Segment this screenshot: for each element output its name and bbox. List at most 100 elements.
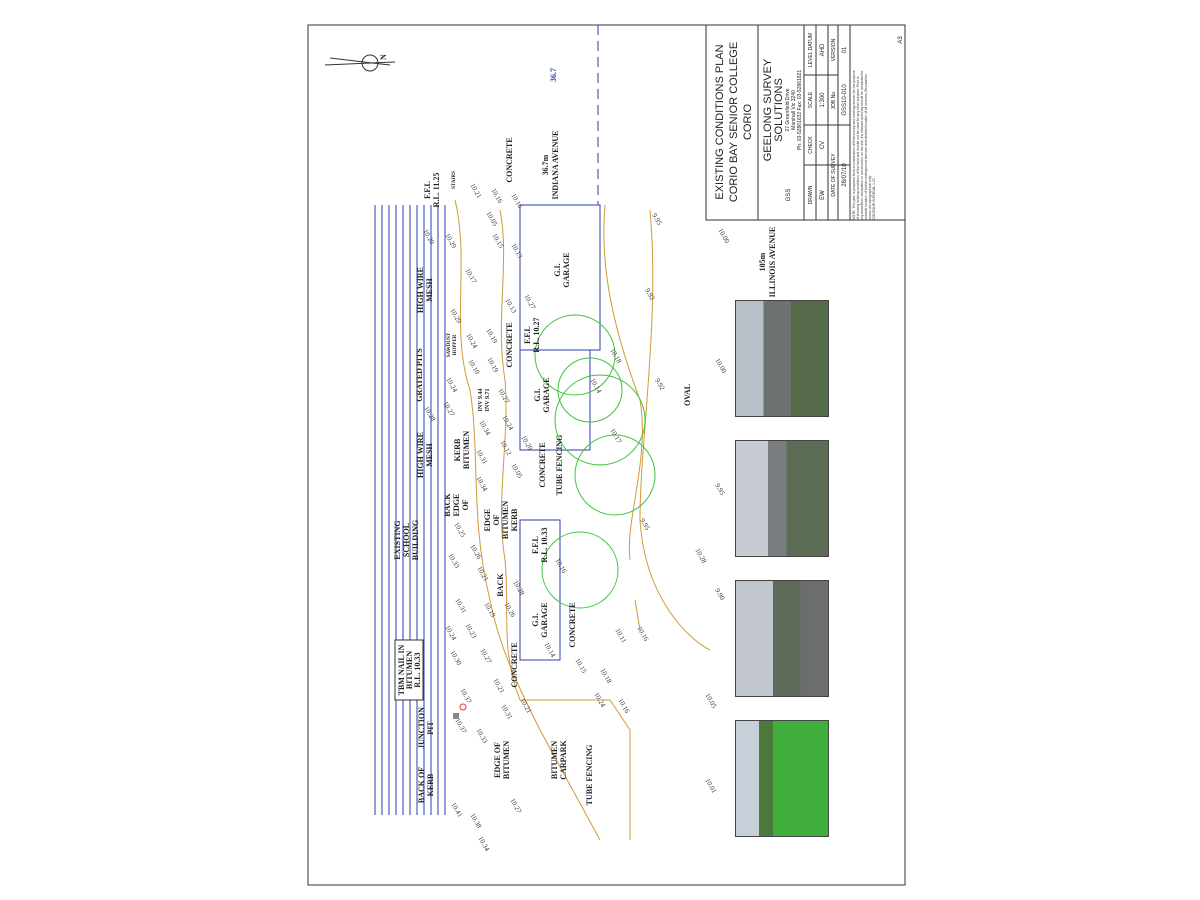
label-indiana-avenue: INDIANA AVENUE (551, 131, 560, 200)
spot-height: 10.01 (703, 777, 718, 795)
label-tube-fencing-2: TUBE FENCING (585, 745, 594, 806)
value-check: CV (820, 141, 826, 149)
spot-height: 10.11 (613, 627, 628, 645)
spot-height: 10.31 (474, 448, 489, 466)
north-label: N (379, 54, 388, 60)
value-version: 01 (842, 46, 848, 53)
label-back-of-kerb: BACK OFKERB (417, 767, 435, 803)
spot-height: 10.23 (463, 622, 478, 640)
gss-logo: GSS (786, 189, 792, 202)
spot-height: 9.95 (713, 482, 726, 497)
disclaimer-note: NOTE: This plan is prepared from a combi… (852, 70, 873, 220)
spot-height: 10.16 (553, 557, 568, 575)
address-line-1: 27 Greenfield Drive (785, 88, 791, 131)
spot-height: 10.12 (498, 439, 513, 457)
label-back-edge-of: BACKEDGEOF (443, 493, 470, 517)
spot-height: 10.30 (448, 649, 463, 667)
spot-height: 10.13 (509, 242, 524, 260)
site-photo-1 (735, 300, 829, 417)
spot-height: 10.25 (452, 521, 467, 539)
spot-height: 10.16 (635, 625, 650, 643)
sheet-size: A3 (898, 36, 904, 44)
label-back: BACK (496, 573, 505, 597)
label-tbm: TBM NAIL INBITUMENR.L. 10.33 (397, 644, 422, 695)
label-concrete-5: CONCRETE (510, 642, 519, 687)
spot-height: 10.00 (716, 227, 731, 245)
label-illinois-width: 105m (758, 252, 767, 271)
spot-height: 10.29 (443, 232, 458, 250)
spot-height: 10.27 (441, 400, 456, 418)
label-kerb-bitumen: KERBBITUMEN (453, 431, 471, 469)
spot-height: 10.24 (464, 332, 479, 350)
spot-height: 10.27 (522, 293, 537, 311)
spot-height: 10.00 (713, 357, 728, 375)
plan-title-line-3: CORIO (742, 104, 754, 141)
tbm-marker-icon (459, 703, 467, 711)
spot-height: 10.24 (443, 624, 458, 642)
spot-height: 10.05 (509, 462, 524, 480)
label-edge-of-bitumen: EDGE OFBITUMEN (493, 741, 511, 779)
label-junction-pit: JUNCTIONPIT (417, 707, 435, 749)
garage-2-outline (519, 349, 591, 451)
label-bitumen-carpark: BITUMENCARPARK (550, 740, 568, 780)
label-illinois-avenue: ILLINOIS AVENUE (768, 227, 777, 298)
header-scale: SCALE (808, 91, 814, 108)
spot-heights: 10.21 10.16 10.05 10.16 10.15 10.13 10.29 10.20… (421, 182, 731, 853)
spot-height: 9.90 (713, 587, 726, 602)
label-indiana-tag: 36.7 (549, 68, 558, 82)
spot-height: 10.05 (703, 692, 718, 710)
spot-height: 10.18 (608, 347, 623, 365)
label-high-wire-mesh-1: HIGH WIREMESH (416, 267, 434, 313)
spot-height: 9.92 (643, 287, 656, 302)
spot-height: 10.41 (449, 801, 464, 819)
address-line-2: Marshall Vic 3240 (791, 90, 797, 130)
label-grated-pits: GRATED PITS (415, 348, 424, 402)
header-date-of-survey: DATE OF SURVEY (831, 153, 837, 197)
label-sawdust-hopper: SAWDUSTHOPPER (447, 332, 458, 357)
value-date-of-survey: 28/07/10 (842, 163, 848, 187)
spot-height: 10.21 (475, 565, 490, 583)
label-ffl-1: F.F.LR.L. 11.25 (423, 173, 441, 208)
company-name-2: SOLUTIONS (773, 78, 785, 142)
spot-height: 10.18 (598, 667, 613, 685)
spot-height: 10.20 (519, 434, 534, 452)
north-arrow-icon: N (324, 54, 396, 72)
value-drawn: EW (820, 190, 826, 200)
spot-height: 10.27 (496, 387, 511, 405)
label-concrete-4: CONCRETE (568, 602, 577, 647)
header-version: VERSION (831, 38, 837, 61)
site-photo-3 (735, 580, 829, 697)
label-concrete-3: CONCRETE (538, 442, 547, 487)
label-garage-2: G.I.GARAGE (533, 377, 551, 412)
label-inv: INV 9.44INV 9.71 (478, 389, 491, 412)
spot-height: 10.27 (478, 647, 493, 665)
label-garage-1: G.I.GARAGE (553, 252, 571, 287)
tbm-box (394, 639, 424, 701)
spot-height: 10.27 (508, 797, 523, 815)
spot-height: 10.26 (502, 601, 517, 619)
label-indiana-width: 36.7m (541, 154, 550, 175)
spot-height: 10.24 (444, 376, 459, 394)
spot-height: 10.19 (484, 327, 499, 345)
label-garage-3: G.I.GARAGE (531, 602, 549, 637)
spot-height: 10.17 (608, 427, 623, 445)
spot-height: 10.29 (448, 307, 463, 325)
spot-height: 10.26 (468, 543, 483, 561)
spot-height: 9.92 (653, 377, 666, 392)
spot-height: 10.10 (466, 358, 481, 376)
spot-height: 10.19 (482, 601, 497, 619)
site-photo-2 (735, 440, 829, 557)
spot-height: 10.31 (453, 597, 468, 615)
spot-height: 10.21 (468, 182, 483, 200)
spot-height: 10.16 (489, 187, 504, 205)
spot-height: 10.31 (499, 703, 514, 721)
spot-height: 9.95 (650, 212, 663, 227)
spot-height: 10.13 (503, 297, 518, 315)
spot-height: 10.15 (573, 657, 588, 675)
contour-interval: CONTOUR INTERVAL 0.20 (872, 178, 877, 220)
spot-height: 10.37 (458, 687, 473, 705)
spot-height: 10.19 (485, 356, 500, 374)
label-edge-of-bitumen-kerb: EDGEOFBITUMENKERB (483, 501, 519, 539)
value-level-datum: AHD (820, 43, 826, 56)
edge-lines (454, 199, 711, 841)
